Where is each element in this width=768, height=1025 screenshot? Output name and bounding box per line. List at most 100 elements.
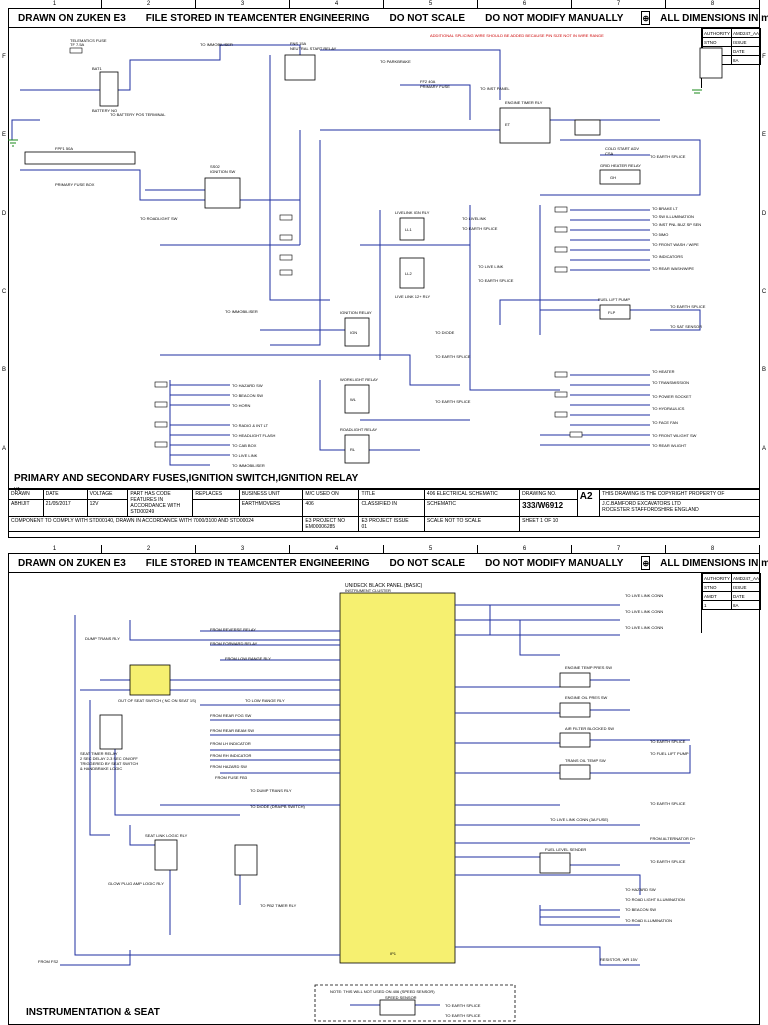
sheet-frame	[8, 8, 760, 538]
glow-plug-relay	[234, 844, 258, 876]
col-label: 2	[102, 0, 196, 8]
livelink-ign-relay	[399, 217, 425, 241]
banner-stored: FILE STORED IN TEAMCENTER ENGINEERING	[145, 12, 370, 24]
output-label: TO LIVE LINK CONN (3A FUSE)	[550, 817, 609, 822]
component-sub: FLP	[608, 310, 616, 315]
tb-label: E3 PROJECT ISSUE	[361, 518, 409, 524]
row-label: E	[761, 132, 766, 139]
additional-splice-note: ADDITIONAL SPLICING WIRE SHOULD BE ADDED…	[430, 33, 604, 38]
row-label: A	[761, 445, 766, 452]
tb-comply: COMPONENT TO COMPLY WITH STD00140, DRAWN…	[7, 516, 304, 532]
tb-date: 21/05/2017	[42, 499, 88, 517]
col-label: 8	[666, 545, 760, 553]
battery-symbol	[99, 71, 119, 107]
wire	[129, 804, 340, 846]
banner-drawn-on: DRAWN ON ZUKEN E3	[18, 12, 126, 24]
component-label: LIVE LINK 12+ RLY	[395, 294, 431, 299]
col-label: 4	[290, 545, 384, 553]
ref-label: TO BEACON SW	[232, 393, 263, 398]
wire	[20, 44, 301, 91]
ref-label: TO DIODE	[435, 330, 455, 335]
col-label: 2	[102, 545, 196, 553]
component-label: IGNITION SW	[210, 169, 236, 174]
wire	[570, 374, 650, 426]
ref-label: TO FRONT WASH / WIPE	[652, 242, 699, 247]
tb-size: A2	[576, 489, 601, 517]
wire	[540, 434, 650, 446]
seat-link-relay	[154, 839, 178, 871]
oil-pres-switch	[559, 702, 591, 718]
speed-sensor-label: SPEED SENSOR	[385, 995, 417, 1000]
tb-project-no: EM00006285	[305, 524, 336, 530]
input-label: TO DIODE (DRA/PB SWITCH)	[250, 804, 305, 809]
wire	[489, 605, 560, 656]
output-label: TO ROAD LIGHT ILLUMINATION	[625, 897, 685, 902]
output-label: TO LIVE LINK CONN	[625, 625, 663, 630]
top-banner: DRAWN ON ZUKEN E3 FILE STORED IN TEAMCEN…	[8, 554, 768, 573]
wire	[455, 824, 690, 858]
row-label: F	[2, 54, 6, 61]
wire	[160, 354, 460, 386]
instrument-cluster-panel	[339, 592, 456, 964]
tb-of: 10	[552, 518, 559, 524]
component-sub: LL1	[405, 227, 412, 232]
ground-icon	[8, 139, 18, 147]
title-block: DRAWN DATE VOLTAGE PART HAS CODE FEATURE…	[7, 488, 760, 537]
tb-copyright: THIS DRAWING IS THE COPYRIGHT PROPERTY O…	[599, 488, 760, 501]
component-sub: CSA	[605, 151, 614, 156]
wire	[570, 209, 650, 271]
row-label: C	[761, 289, 767, 296]
schematic-wiring-2: UNIDECK BLACK PANEL (BASIC) INSTRUMENT C…	[38, 583, 696, 1022]
wire	[20, 169, 205, 201]
row-label: D	[761, 210, 767, 217]
output-label: TRANS OIL TEMP SW	[565, 758, 606, 763]
grid-heater-relay	[599, 169, 641, 185]
output-label: TO EARTH SPLICE	[650, 859, 686, 864]
ref-label: TO TRANSMISSION	[652, 380, 689, 385]
wire	[499, 299, 600, 325]
input-label: FROM LOW RANGE RLY	[225, 656, 271, 661]
top-banner: DRAWN ON ZUKEN E3 FILE STORED IN TEAMCEN…	[8, 9, 768, 28]
output-label: TO HAZARD SW	[625, 887, 656, 892]
tb-sheet: 1	[540, 518, 543, 524]
input-label: DUMP TRANS RLY	[85, 636, 120, 641]
tb-unit: EARTHMOVERS	[238, 499, 304, 517]
fuel-lift-pump	[599, 304, 631, 320]
component-symbols	[24, 47, 723, 464]
speed-note: NOTE: THIS WILL NOT USED ON 406 (SPEED S…	[330, 989, 435, 994]
banner-drawn-on: DRAWN ON ZUKEN E3	[18, 557, 126, 569]
component-label: WORKLIGHT RELAY	[340, 377, 378, 382]
fuse-symbols	[69, 47, 583, 448]
component-sub: GH	[610, 175, 616, 180]
wire	[590, 679, 691, 774]
wire	[170, 384, 230, 456]
col-label: 5	[384, 545, 478, 553]
ground-icon	[692, 89, 702, 94]
component-sub: BATTERY NO	[92, 108, 117, 113]
speed-ref: TO EARTH SPLICE	[445, 1013, 481, 1018]
speed-sensor	[379, 999, 416, 1016]
seat-label: SEAT TIMER RELAY	[80, 751, 118, 756]
rev-cell: 8A	[731, 600, 762, 610]
component-sub: ET	[505, 122, 511, 127]
ref-label: TO HAZARD SW	[232, 383, 263, 388]
ref-label: TO HORN	[232, 403, 250, 408]
col-label: 6	[478, 0, 572, 8]
component-sub: WL	[350, 397, 357, 402]
input-label: FROM REAR FOG SW	[210, 713, 252, 718]
col-label: 3	[196, 0, 290, 8]
wire	[80, 679, 340, 691]
tb-company: J.C.BAMFORD EXCAVATORS LTD	[602, 501, 681, 508]
seat-label: SEAT LINK LOGIC RLY	[145, 833, 188, 838]
ref-label: TO FRONT WLIGHT SW	[652, 433, 697, 438]
banner-do-not-scale: DO NOT SCALE	[389, 557, 466, 569]
col-label: 7	[572, 0, 666, 8]
input-label: FROM REVERSE RELAY	[210, 627, 256, 632]
component-sub: LL2	[405, 271, 412, 276]
tb-part-code: PART HAS CODE FEATURES IN ACCORDANCE WIT…	[127, 489, 194, 517]
component-label: TELEMATICS FUSE	[70, 38, 107, 43]
input-label: FROM FORWARD RELAY	[210, 641, 258, 646]
banner-stored: FILE STORED IN TEAMCENTER ENGINEERING	[145, 557, 370, 569]
input-label: FROM HAZARD SW	[210, 764, 247, 769]
